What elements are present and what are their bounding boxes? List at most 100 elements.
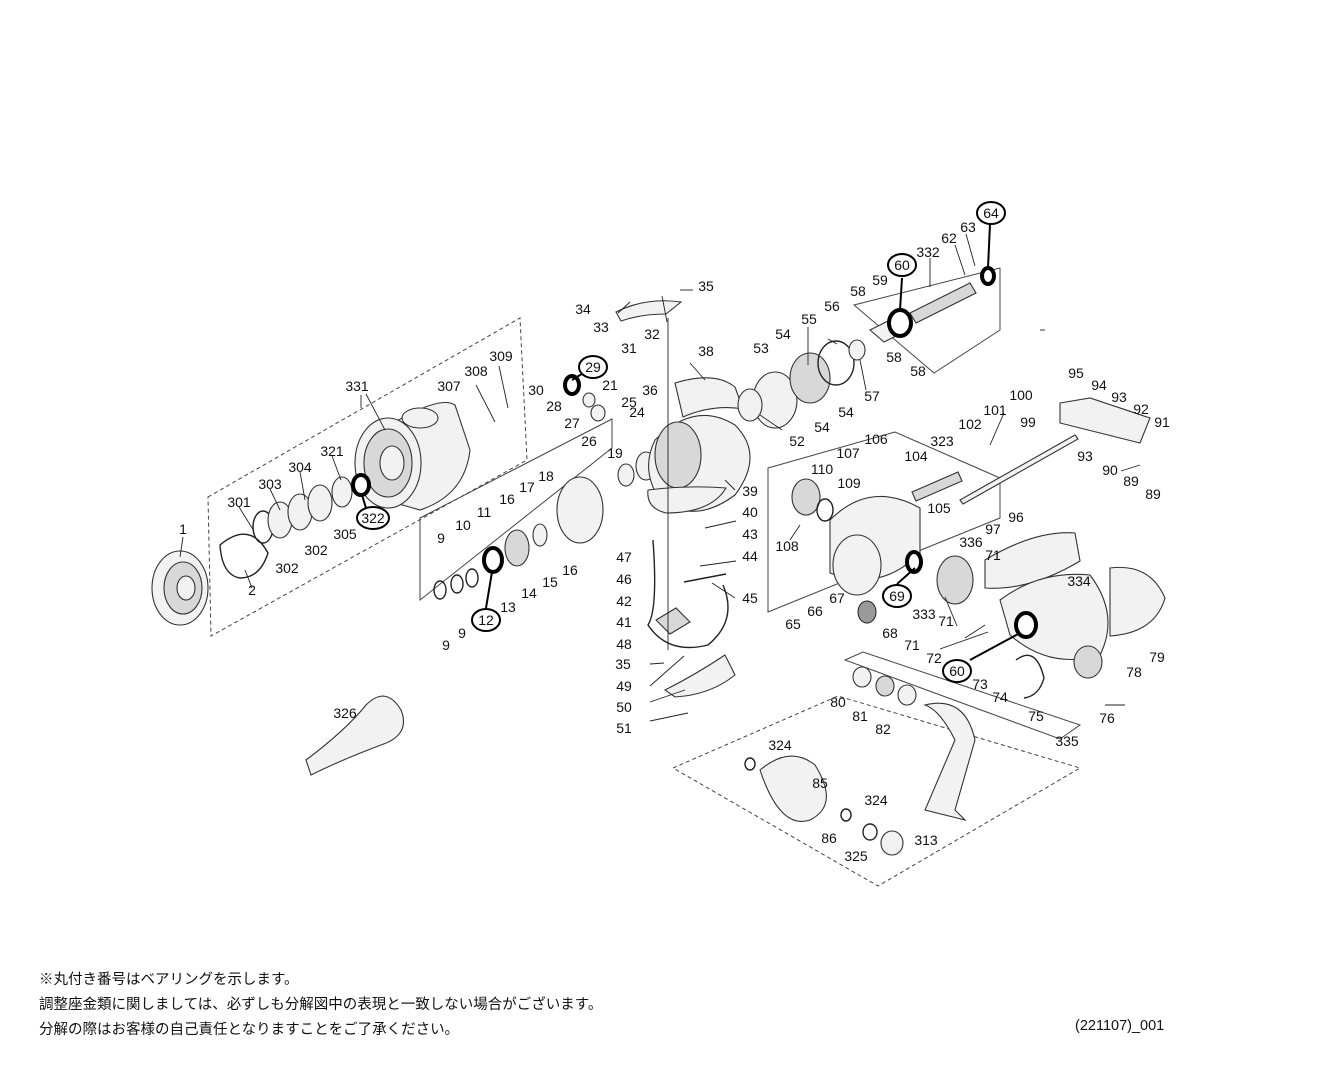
part-label-102: 102 — [958, 416, 982, 432]
part-label-107: 107 — [836, 445, 860, 461]
part-label-16: 16 — [562, 562, 578, 578]
part-label-106: 106 — [864, 431, 888, 447]
part-label-89: 89 — [1123, 473, 1139, 489]
part-label-32: 32 — [644, 326, 660, 342]
part-label-301: 301 — [227, 494, 251, 510]
part-label-38: 38 — [698, 343, 714, 359]
part-label-35: 35 — [615, 656, 631, 672]
part-label-100: 100 — [1009, 387, 1033, 403]
rotor-parts — [433, 300, 751, 600]
bearing-marker-64 — [976, 201, 1006, 225]
part-label-105: 105 — [927, 500, 951, 516]
part-label-47: 47 — [616, 549, 632, 565]
part-label-45: 45 — [742, 590, 758, 606]
part-label-1: 1 — [179, 521, 187, 537]
bearing-marker-60b — [942, 659, 972, 683]
part-label-334: 334 — [1067, 573, 1091, 589]
handle-assembly-outline — [671, 695, 1082, 887]
part-label-63: 63 — [960, 219, 976, 235]
part-label-24: 24 — [629, 404, 645, 420]
part-label-53: 53 — [753, 340, 769, 356]
part-label-13: 13 — [500, 599, 516, 615]
part-label-44: 44 — [742, 548, 758, 564]
part-label-9: 9 — [437, 530, 445, 546]
part-label-10: 10 — [455, 517, 471, 533]
part-label-57: 57 — [864, 388, 880, 404]
part-label-15: 15 — [542, 574, 558, 590]
part-label-30: 30 — [528, 382, 544, 398]
part-label-110: 110 — [811, 461, 834, 477]
note-disassembly: 分解の際はお客様の自己責任となりますことをご了承ください。 — [39, 1022, 460, 1038]
part-label-92: 92 — [1133, 401, 1149, 417]
bearing-marker-60a — [887, 253, 917, 277]
bearing-marker-69 — [882, 584, 912, 608]
part-label-305: 305 — [333, 526, 357, 542]
part-label-308: 308 — [464, 363, 488, 379]
part-label-99: 99 — [1020, 414, 1036, 430]
part-label-50: 50 — [616, 699, 632, 715]
part-label-76: 76 — [1099, 710, 1115, 726]
bearing-322 — [351, 473, 371, 497]
drag-knob — [151, 550, 209, 626]
part-label-336: 336 — [959, 534, 983, 550]
part-label-59: 59 — [872, 272, 888, 288]
diagram-code: (221107)_001 — [1075, 1018, 1165, 1034]
part-label-42: 42 — [616, 593, 632, 609]
part-label-93: 93 — [1111, 389, 1127, 405]
part-label-79: 79 — [1149, 649, 1165, 665]
part-label-71: 71 — [904, 637, 920, 653]
note-bearings: ※丸付き番号はベアリングを示します。 — [39, 972, 299, 988]
part-label-86: 86 — [821, 830, 837, 846]
part-label-307: 307 — [437, 378, 461, 394]
part-label-96: 96 — [1008, 509, 1024, 525]
part-label-80: 80 — [830, 694, 846, 710]
part-label-55: 55 — [801, 311, 817, 327]
part-label-326: 326 — [333, 705, 357, 721]
spool — [354, 401, 471, 511]
part-label-325: 325 — [844, 848, 868, 864]
part-label-51: 51 — [616, 720, 632, 736]
part-label-332: 332 — [916, 244, 940, 260]
part-label-31: 31 — [621, 340, 637, 356]
part-label-75: 75 — [1028, 708, 1044, 724]
part-label-313: 313 — [914, 832, 938, 848]
part-label-94: 94 — [1091, 377, 1107, 393]
crank-group-outline — [843, 651, 1082, 740]
part-label-46: 46 — [616, 571, 632, 587]
part-label-48: 48 — [616, 636, 632, 652]
part-label-11: 11 — [477, 504, 492, 520]
part-label-39: 39 — [742, 483, 758, 499]
bearing-marker-12 — [471, 608, 501, 632]
part-label-58: 58 — [886, 349, 902, 365]
part-label-69: 69 — [889, 588, 905, 604]
part-label-58: 58 — [910, 363, 926, 379]
part-label-321: 321 — [320, 443, 344, 459]
part-label-67: 67 — [829, 590, 845, 606]
part-label-17: 17 — [519, 479, 535, 495]
part-label-323: 323 — [930, 433, 954, 449]
part-label-85: 85 — [812, 775, 828, 791]
part-label-304: 304 — [288, 459, 312, 475]
part-label-25: 25 — [621, 394, 637, 410]
part-label-2: 2 — [248, 582, 256, 598]
part-label-81: 81 — [852, 708, 868, 724]
part-label-29: 29 — [585, 359, 601, 375]
part-label-104: 104 — [904, 448, 928, 464]
part-label-335: 335 — [1055, 733, 1079, 749]
part-label-302: 302 — [275, 560, 299, 576]
part-label-19: 19 — [607, 445, 623, 461]
part-label-89: 89 — [1145, 486, 1161, 502]
part-label-302: 302 — [304, 542, 328, 558]
part-label-33: 33 — [593, 319, 609, 335]
part-label-333: 333 — [912, 606, 936, 622]
part-label-9: 9 — [458, 625, 466, 641]
part-label-101: 101 — [983, 402, 1007, 418]
part-label-109: 109 — [837, 475, 861, 491]
part-label-331: 331 — [345, 378, 369, 394]
part-label-62: 62 — [941, 230, 957, 246]
spool-assembly-outline — [207, 317, 528, 637]
leader-lines — [179, 223, 1141, 722]
part-label-41: 41 — [616, 614, 632, 630]
part-label-40: 40 — [742, 504, 758, 520]
